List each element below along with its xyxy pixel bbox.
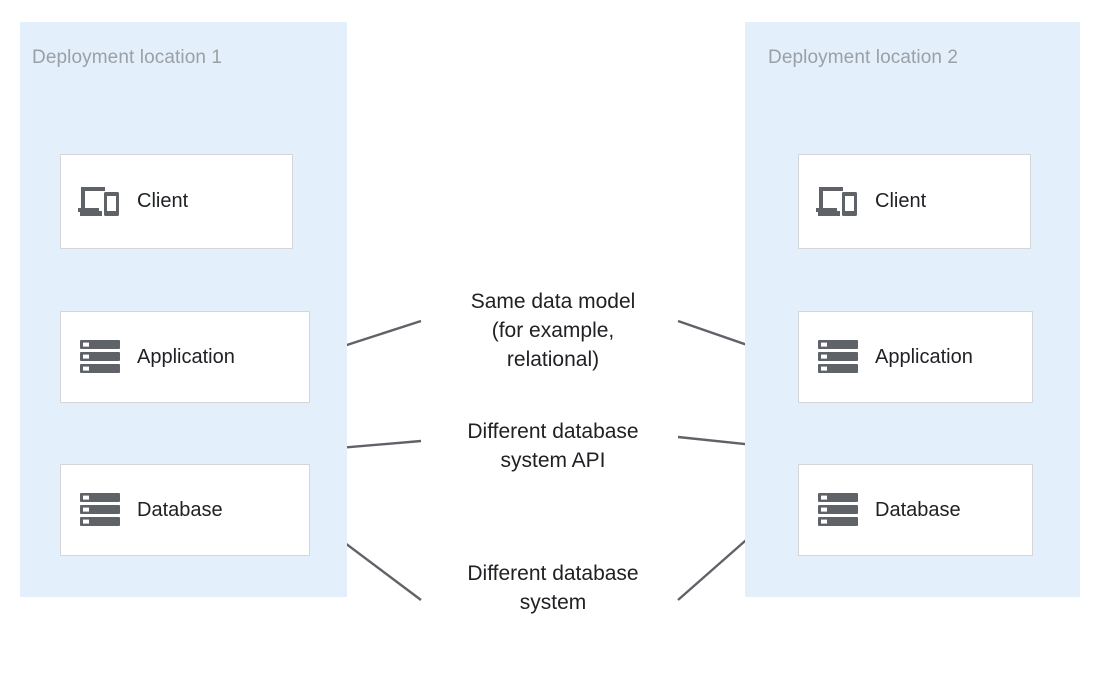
node-application-location-2[interactable]: Application: [798, 311, 1033, 403]
node-database-location-1[interactable]: Database: [60, 464, 310, 556]
node-database-location-2[interactable]: Database: [798, 464, 1033, 556]
node-application-location-1[interactable]: Application: [60, 311, 310, 403]
node-label-database-location-1: Database: [137, 498, 223, 521]
server-stack-icon: [815, 487, 861, 533]
node-label-database-location-2: Database: [875, 498, 961, 521]
server-stack-icon: [77, 334, 123, 380]
node-label-client-location-1: Client: [137, 190, 189, 212]
node-client-location-1[interactable]: Client: [60, 154, 293, 249]
node-label-client-location-2: Client: [875, 190, 927, 212]
server-stack-icon: [77, 487, 123, 533]
node-client-location-2[interactable]: Client: [798, 154, 1031, 249]
server-stack-icon: [815, 334, 861, 380]
annotation-different-database-system-api: Different database system API: [467, 420, 639, 472]
annotation-different-database-system: Different database system: [467, 562, 639, 614]
annotation-same-data-model: Same data model (for example, relational…: [470, 290, 636, 371]
deployment-location-1-title: Deployment location 1: [32, 47, 223, 68]
deployment-location-2-title: Deployment location 2: [768, 47, 959, 68]
client-devices-icon: [77, 179, 123, 225]
node-label-application-location-2: Application: [875, 345, 973, 368]
node-label-application-location-1: Application: [137, 345, 235, 368]
client-devices-icon: [815, 179, 861, 225]
